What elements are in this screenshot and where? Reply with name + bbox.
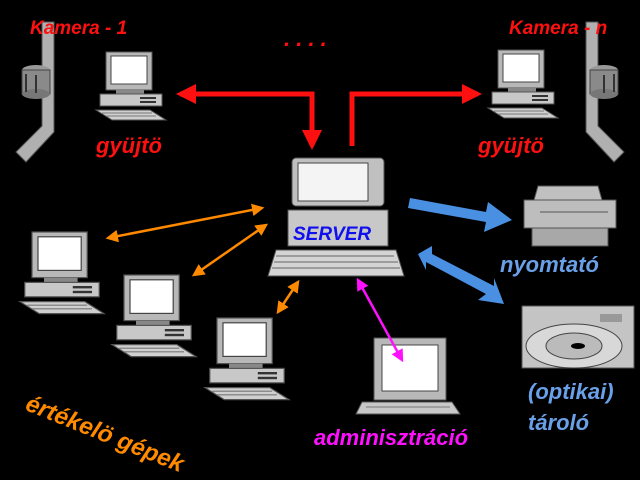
- evaluator-links: [105, 203, 300, 315]
- admin-label: adminisztráció: [314, 425, 469, 450]
- storage-label-line1: (optikai): [528, 379, 614, 404]
- computer-icon: [111, 274, 197, 358]
- ellipsis-label: . . . .: [284, 26, 327, 51]
- computer-icon: [19, 231, 105, 315]
- computer-icon: [487, 49, 559, 119]
- optical-storage-icon: [521, 305, 635, 369]
- admin-link: [356, 277, 404, 363]
- camera-n-label: Kamera - n: [509, 18, 608, 39]
- printer-icon: [523, 185, 617, 247]
- camera-1-label: Kamera - 1: [30, 18, 128, 39]
- output-links: [408, 198, 512, 304]
- server-label: SERVER: [293, 224, 372, 245]
- printer-label: nyomtató: [500, 252, 599, 277]
- computer-icon: [355, 337, 461, 415]
- storage-label-line2: tároló: [528, 410, 590, 435]
- server-icon: [267, 157, 405, 277]
- computer-icon: [95, 51, 167, 121]
- connection-arrows: [176, 84, 482, 150]
- camera-icon: [15, 21, 55, 163]
- collector-1-label: gyüjtö: [96, 133, 162, 158]
- camera-icon: [585, 21, 625, 163]
- computer-icon: [204, 317, 290, 401]
- collector-n-label: gyüjtö: [478, 133, 544, 158]
